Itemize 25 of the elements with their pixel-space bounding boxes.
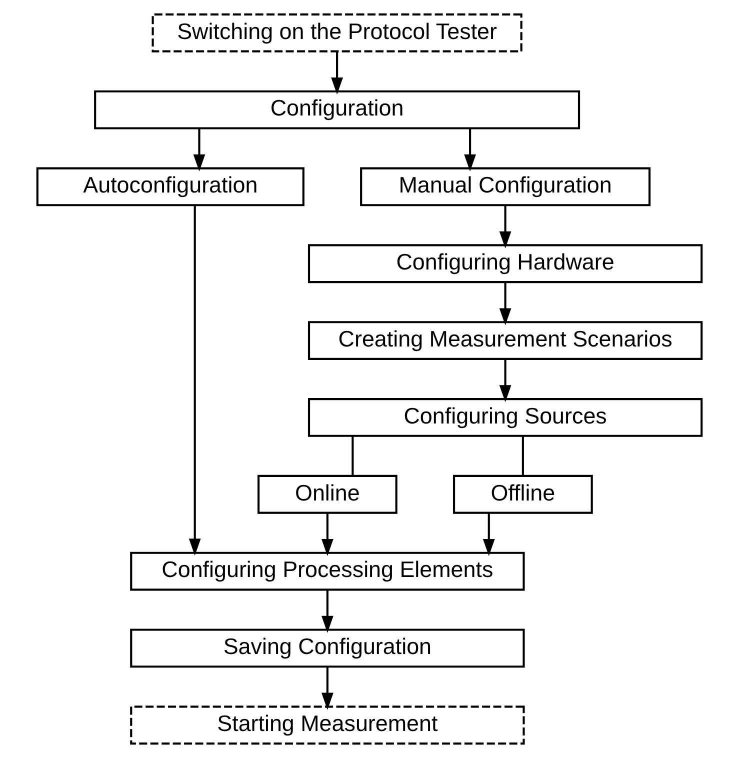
connector [522, 436, 524, 476]
connector [352, 436, 354, 476]
arrow [321, 666, 334, 710]
node-box: Starting Measurement [130, 706, 525, 745]
arrow [499, 282, 512, 326]
node-box: Creating Measurement Scenarios [308, 321, 703, 360]
arrow [499, 205, 512, 248]
arrow [464, 128, 476, 172]
node-box: Configuring Sources [308, 398, 703, 437]
arrow [321, 590, 334, 633]
node-box: Online [258, 474, 398, 514]
node-box: Configuring Processing Elements [130, 552, 525, 591]
node-box: Switching on the Protocol Tester [152, 13, 522, 52]
arrow [331, 52, 343, 95]
arrow [499, 359, 512, 402]
node-box: Offline [452, 474, 593, 514]
node-box: Saving Configuration [130, 628, 525, 668]
node-box: Configuration [94, 90, 580, 130]
node-box: Autoconfiguration [36, 167, 304, 206]
arrow [188, 205, 201, 556]
node-box: Configuring Hardware [308, 244, 703, 284]
arrow [482, 513, 495, 556]
arrow [193, 128, 206, 172]
node-box: Manual Configuration [360, 167, 651, 206]
arrow [321, 513, 334, 556]
